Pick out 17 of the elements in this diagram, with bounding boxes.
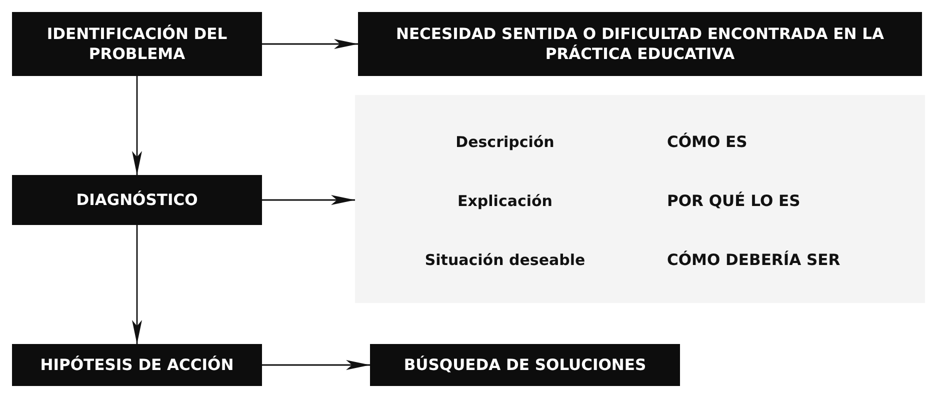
aspect-question: CÓMO ES [666, 133, 748, 152]
arrow [262, 195, 355, 205]
aspect-question: POR QUÉ LO ES [666, 192, 802, 210]
arrow [262, 39, 358, 49]
arrow [132, 225, 142, 344]
aspect-label: Situación deseable [424, 250, 586, 270]
process-box: DIAGNÓSTICO [12, 175, 262, 225]
process-box: HIPÓTESIS DE ACCIÓN [12, 344, 262, 386]
process-box: NECESIDAD SENTIDA O DIFICULTAD ENCONTRADA EN LA PRÁCTICA EDUCATIVA [358, 12, 922, 76]
arrow [132, 76, 142, 175]
text-panel [355, 95, 925, 303]
process-box: IDENTIFICACIÓN DEL PROBLEMA [12, 12, 262, 76]
process-box: BÚSQUEDA DE SOLUCIONES [370, 344, 680, 386]
aspect-label: Descripción [454, 132, 556, 152]
aspect-question: CÓMO DEBERÍA SER [666, 250, 842, 269]
arrow [262, 360, 370, 370]
aspect-label: Explicación [456, 190, 554, 212]
